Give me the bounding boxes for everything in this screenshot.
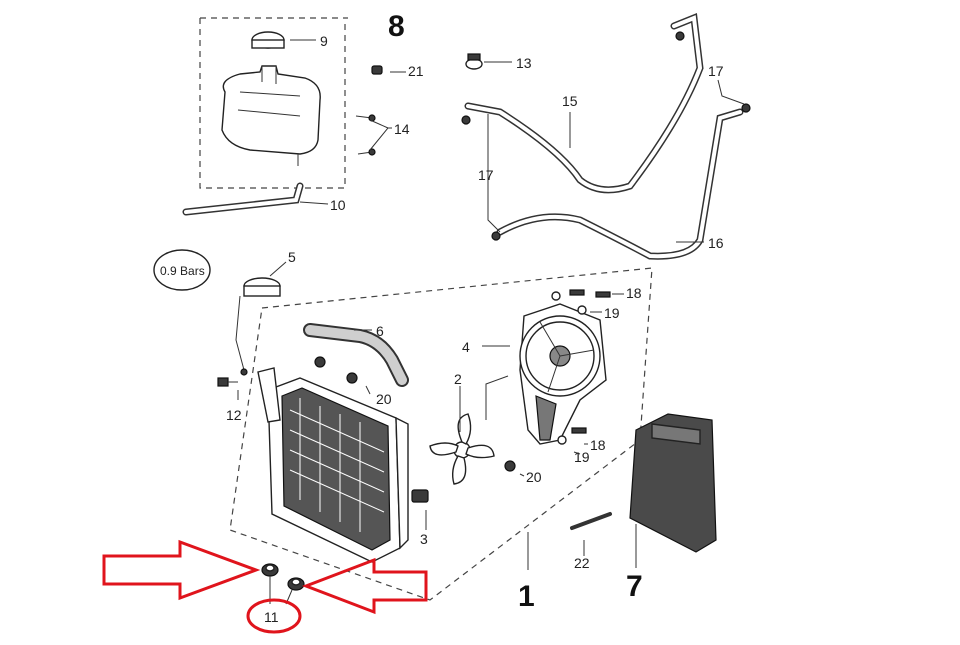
fan-blade: [429, 375, 509, 485]
nuts-20: [314, 356, 516, 472]
highlight-arrows: [102, 539, 428, 634]
label-part-4: 4: [462, 339, 470, 355]
label-part-10: 10: [330, 197, 346, 213]
label-part-18-top: 18: [626, 285, 642, 301]
label-part-19-bottom: 19: [574, 449, 590, 465]
label-part-19-top: 19: [604, 305, 620, 321]
expansion-tank: [221, 65, 321, 166]
label-part-12: 12: [226, 407, 242, 423]
hose-clamps: [461, 31, 751, 241]
label-part-20-left: 20: [376, 391, 392, 407]
overflow-hose: [182, 182, 304, 216]
label-part-20-right: 20: [526, 469, 542, 485]
label-part-16: 16: [708, 235, 724, 251]
label-part-21: 21: [408, 63, 424, 79]
label-part-3: 3: [420, 531, 428, 547]
group-1-outline: [229, 267, 653, 601]
label-part-17-left: 17: [478, 167, 494, 183]
label-group-8: 8: [388, 10, 405, 43]
radiator-side-cover: [629, 413, 717, 553]
hose-clamp-13: [465, 53, 483, 70]
hose-16: [496, 108, 744, 260]
fan-mounting-bolts: [551, 289, 611, 445]
label-part-15: 15: [562, 93, 578, 109]
label-pressure-rating: 0.9 Bars: [160, 264, 205, 278]
reservoir-cap: [251, 31, 285, 49]
label-part-13: 13: [516, 55, 532, 71]
radiator-pressure-cap: [153, 249, 281, 376]
cooling-fan-assembly: [519, 303, 607, 445]
clip-part: [371, 65, 383, 75]
label-part-6: 6: [376, 323, 384, 339]
hose-15: [464, 13, 704, 194]
group-8-outline: [199, 17, 348, 189]
radiator-core: [257, 367, 409, 563]
label-part-11: 11: [264, 609, 279, 625]
radiator-hose-6: [303, 323, 409, 387]
drain-plugs: [261, 563, 305, 591]
temperature-sensor: [411, 489, 429, 503]
highlight-arrow-right: [301, 557, 428, 615]
label-group-1: 1: [518, 580, 535, 613]
highlight-circle-11: [246, 598, 302, 634]
label-group-7: 7: [626, 570, 643, 603]
label-part-2: 2: [454, 371, 462, 387]
highlight-arrow-left: [102, 539, 261, 601]
label-part-9: 9: [320, 33, 328, 49]
label-part-17-top: 17: [708, 63, 724, 79]
label-part-22: 22: [574, 555, 590, 571]
mounting-rod: [570, 512, 612, 530]
label-part-18-bottom: 18: [590, 437, 606, 453]
bolt-12: [217, 377, 238, 387]
screw-pair: [355, 114, 376, 156]
label-part-5: 5: [288, 249, 296, 265]
label-part-14: 14: [394, 121, 410, 137]
